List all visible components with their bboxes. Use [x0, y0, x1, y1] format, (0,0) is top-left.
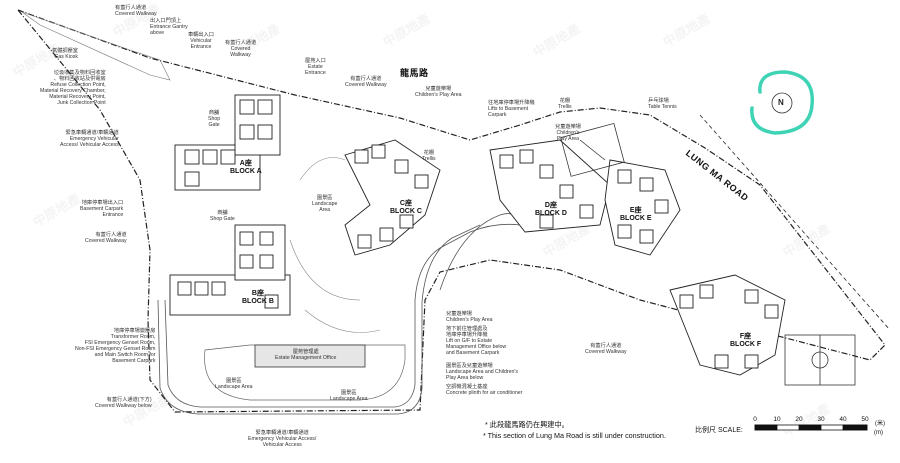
access-road: [164, 223, 521, 408]
scale-tick: 40: [839, 416, 847, 423]
scale-label: 比例尺 SCALE:: [695, 427, 743, 434]
access-road-outer: [157, 224, 481, 415]
block-c-label: C座 BLOCK C: [390, 200, 422, 215]
note-construction-cn: * 此段龍馬路仍在興建中。: [485, 420, 569, 429]
block-a-footprint: [174, 94, 281, 191]
block-d-label: D座 BLOCK D: [535, 202, 567, 217]
label-childrens-play-area-right: 兒童遊樂場 Children's Play Area: [555, 124, 581, 142]
label-estate-entrance: 屋苑入口 Estate Entrance: [305, 58, 326, 76]
block-b-label: B座 BLOCK B: [242, 290, 274, 305]
label-covered-walkway-tm: 有蓋行人通道 Covered Walkway: [225, 40, 257, 58]
label-gas-kiosk: 氣體調壓室 Gas Kiosk: [52, 48, 78, 60]
label-trellis-top: 花棚 Trellis: [558, 98, 572, 110]
compass-ring: [771, 92, 793, 114]
compass-highlight: [750, 70, 814, 135]
label-table-tennis: 乒乓球場 Table Tennis: [648, 98, 677, 110]
landscape-curve: [289, 157, 381, 333]
block-f-footprint: [669, 274, 786, 376]
scale-tick: 0: [753, 416, 757, 423]
scale-unit-cn: (米): [875, 421, 885, 427]
block-d-footprint: [489, 139, 611, 233]
label-concrete-plinth: 空調機混凝土基座 Concrete plinth for air conditi…: [446, 384, 523, 396]
scale-tick: 10: [773, 416, 781, 423]
scale-bar: [754, 424, 868, 431]
label-shop-gate-mid: 商舖 Shop Gate: [210, 210, 235, 222]
table-tennis-court: [560, 122, 625, 177]
block-b-footprint: [169, 224, 291, 316]
label-covered-walkway-left: 有蓋行人通道 Covered Walkway: [85, 232, 127, 244]
block-a-label: A座 BLOCK A: [230, 160, 262, 175]
basketball-court: [784, 334, 856, 386]
label-trellis-mid: 花棚 Trellis: [422, 150, 436, 162]
scale-tick: 20: [795, 416, 803, 423]
management-office: [254, 344, 366, 368]
label-covered-walkway-tc: 有蓋行人通道 Covered Walkway: [345, 76, 387, 88]
label-landscape-area-bl: 園景區 Landscape Area: [215, 378, 253, 390]
label-landscape-area-bc: 園景區 Landscape Area: [330, 390, 368, 402]
block-e-footprint: [604, 159, 681, 256]
label-shop-gate-top: 商舖 Shop Gate: [208, 110, 221, 128]
road-lung-ma-cn: 龍馬路: [400, 68, 429, 78]
label-estate-management-office: 屋苑管理處 Estate Management Office: [275, 349, 337, 361]
label-landscape-childrens: 園景區及兒童遊樂場 Landscape Area and Children's …: [446, 363, 518, 381]
note-construction-en: * This section of Lung Ma Road is still …: [483, 431, 666, 440]
scale-tick: 30: [817, 416, 825, 423]
compass-north-label: N: [778, 98, 784, 107]
label-vehicular-entrance: 車輛出入口 Vehicular Entrance: [188, 32, 214, 50]
label-childrens-play-area-low: 兒童遊樂場 Children's Play Area: [446, 311, 493, 323]
label-lifts-basement: 往地庫停車場升降機 Lifts to Basement Carpark: [488, 100, 535, 118]
label-transformer-room: 地庫停車場變壓房 Transformer Room, FSI Emergency…: [75, 328, 156, 364]
label-emergency-vehicular-access: 緊急車輛通道/車輛通道 Emergency Vehicular Access/ …: [60, 130, 119, 148]
label-refuse-collection: 垃圾收集及物料回收室 、物料回收站及供電房 Refuse Collection …: [40, 70, 106, 106]
left-strip: [21, 11, 171, 81]
label-covered-walkway-right: 有蓋行人通道 Covered Walkway: [585, 343, 627, 355]
block-c-footprint: [344, 139, 441, 256]
label-covered-walkway-below: 有蓋行人通道(下方) Covered Walkway below: [95, 397, 152, 409]
lung-ma-road-edge: [699, 114, 891, 331]
block-f-label: F座 BLOCK F: [730, 333, 762, 348]
label-covered-walkway-tl: 有蓋行人通道 Covered Walkway: [115, 5, 157, 17]
site-boundary: [16, 8, 886, 413]
scale-unit-en: (m): [874, 430, 883, 436]
block-e-label: E座 BLOCK E: [620, 207, 652, 222]
label-lift-basement-estate: 地下前往管理處及 地庫停車場升降機 Lift on G/F to Estate …: [446, 326, 507, 356]
landscape-ring: [204, 344, 406, 401]
label-basement-carpark: 地庫停車場出入口 Basement Carpark Entrance: [80, 200, 124, 218]
label-entrance-gantry: 出入口門頂上 Entrance Gantry above: [150, 18, 188, 36]
label-emergency-vehicular-bottom: 緊急車輛通道/車輛通道 Emergency Vehicular Access/ …: [248, 430, 317, 448]
scale-tick: 50: [861, 416, 869, 423]
label-childrens-play-area-top: 兒童遊樂場 Children's Play Area: [415, 86, 462, 98]
label-landscape-area-mid: 園景區 Landscape Area: [312, 195, 338, 213]
